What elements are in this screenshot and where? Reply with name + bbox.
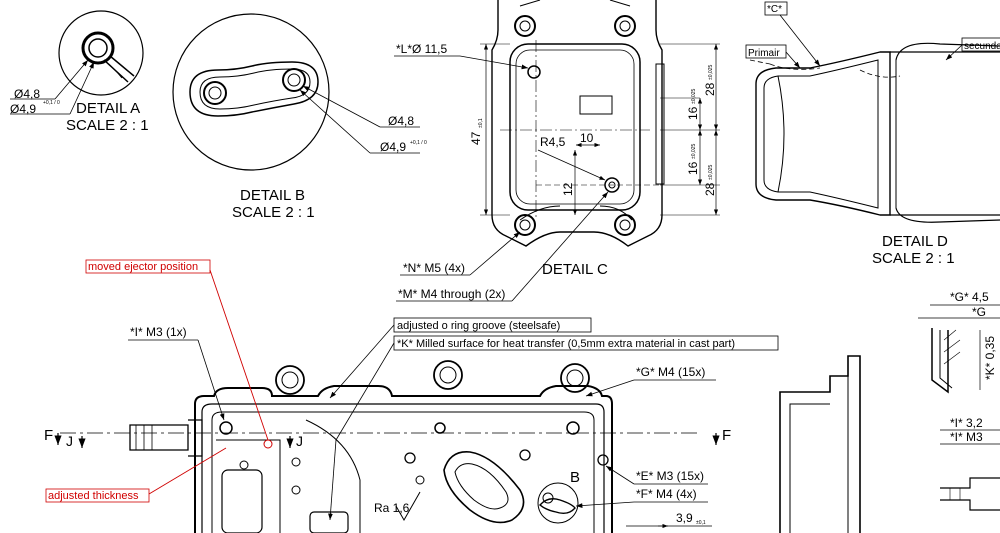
j-left-label: J <box>66 433 73 449</box>
f-right-label: F <box>722 427 731 444</box>
main-view: B F F J J Ra 1,6 *I* M3 (1x) adjusted o … <box>44 259 779 533</box>
tol-28b: ±0,025 <box>708 165 714 180</box>
dim-12: 12 <box>561 182 575 196</box>
l-callout: *L*Ø 11,5 <box>396 42 447 56</box>
g-cut-dim: *G <box>972 305 986 319</box>
dim-10: 10 <box>580 131 594 145</box>
i-32-dim: *I* 3,2 <box>950 416 983 430</box>
k-035-dim: *K* 0,35 <box>983 336 997 380</box>
dim-16b: 16 <box>686 161 700 175</box>
detail-d-title: DETAIL D <box>882 233 948 250</box>
detail-b-dim2: Ø4,9 <box>380 140 406 154</box>
ra-label: Ra 1,6 <box>374 501 410 515</box>
dim-r45: R4,5 <box>540 135 566 149</box>
j-right-label: J <box>296 433 303 449</box>
k-milled-callout: *K* Milled surface for heat transfer (0,… <box>397 338 735 350</box>
c-tag: *C* <box>767 4 782 15</box>
tol-28a: ±0,025 <box>708 65 714 80</box>
detail-b-tol: +0,1 / 0 <box>410 140 427 146</box>
m-callout: *M* M4 through (2x) <box>398 287 505 301</box>
secondary-label: secundair <box>964 41 1000 52</box>
dim-39: 3,9 <box>676 511 693 525</box>
primary-label: Primair <box>748 48 780 59</box>
detail-a-dim1: Ø4,8 <box>14 87 40 101</box>
detail-a-title: DETAIL A <box>76 100 140 117</box>
adjusted-thickness-note: adjusted thickness <box>48 490 139 502</box>
detail-a-dim2: Ø4,9 <box>10 102 36 116</box>
detail-b: Ø4,8 Ø4,9 +0,1 / 0 DETAIL B SCALE 2 : 1 <box>172 13 427 221</box>
n-callout: *N* M5 (4x) <box>403 261 465 275</box>
detail-b-scale: SCALE 2 : 1 <box>232 204 315 221</box>
tol-16b: ±0,025 <box>691 144 697 159</box>
b-label: B <box>570 469 580 486</box>
detail-b-title: DETAIL B <box>240 187 305 204</box>
dim-28b: 28 <box>703 182 717 196</box>
detail-d-scale: SCALE 2 : 1 <box>872 250 955 267</box>
tol-16a: ±0,025 <box>691 89 697 104</box>
detail-a-scale: SCALE 2 : 1 <box>66 117 149 134</box>
detail-a-tol: +0,1 / 0 <box>43 100 60 106</box>
i-m3-callout: *I* M3 (1x) <box>130 325 187 339</box>
tol-47: ±0,1 <box>478 118 484 128</box>
dim-16a: 16 <box>686 106 700 120</box>
g-45-dim: *G* 4,5 <box>950 290 989 304</box>
detail-d: *C* Primair secundair DETAIL D SCALE 2 :… <box>745 1 1000 267</box>
moved-ejector-note: moved ejector position <box>88 261 198 273</box>
detail-b-dim1: Ø4,8 <box>388 114 414 128</box>
tol-39: ±0,1 <box>696 520 706 526</box>
detail-c-title: DETAIL C <box>542 261 608 278</box>
i-m3-section: *I* M3 <box>950 430 983 444</box>
dim-47: 47 <box>469 131 483 145</box>
f-left-label: F <box>44 427 53 444</box>
oring-callout: adjusted o ring groove (steelsafe) <box>397 320 560 332</box>
f-m4-callout: *F* M4 (4x) <box>636 487 697 501</box>
detail-c: 47 ±0,1 28 ±0,025 16 ±0,025 16 ±0,025 28… <box>394 0 720 302</box>
e-m3-callout: *E* M3 (15x) <box>636 469 704 483</box>
dim-28a: 28 <box>703 82 717 96</box>
section-view: *G* 4,5 *G *K* 0,35 *I* 3,2 *I* M3 <box>779 290 1000 533</box>
detail-a: Ø4,8 Ø4,9 +0,1 / 0 DETAIL A SCALE 2 : 1 <box>10 10 149 134</box>
g-m4-callout: *G* M4 (15x) <box>636 365 705 379</box>
